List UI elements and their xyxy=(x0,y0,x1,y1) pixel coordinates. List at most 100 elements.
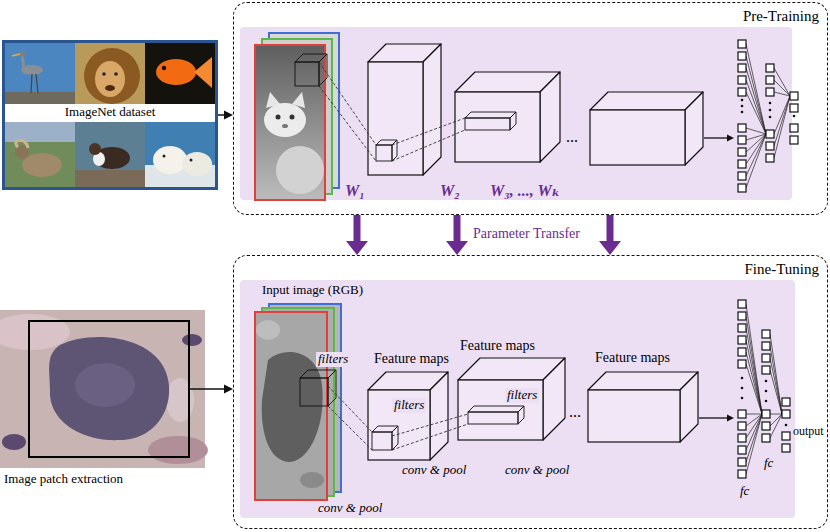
fc-ellipsis-dot xyxy=(769,109,772,112)
fc-neuron xyxy=(738,172,746,180)
patch-caption: Image patch extraction xyxy=(4,472,123,487)
fc-ellipsis-dot xyxy=(741,387,744,390)
connector xyxy=(346,215,368,255)
fc-neuron xyxy=(782,398,790,406)
filter-window xyxy=(518,406,524,424)
fc-link xyxy=(746,304,762,414)
fc-link xyxy=(746,414,762,415)
fc-neuron xyxy=(766,76,774,84)
fc-neuron xyxy=(762,434,770,442)
connector xyxy=(218,111,233,120)
fc-neuron xyxy=(738,160,746,168)
fc-link xyxy=(770,334,782,414)
fc-neuron xyxy=(790,124,798,132)
fc-ellipsis-dot xyxy=(769,102,772,105)
arrow-head xyxy=(224,385,233,394)
filter-window xyxy=(465,118,510,130)
edge-label: Parameter Transfer xyxy=(471,226,582,242)
fc-neuron xyxy=(738,64,746,72)
projection-line xyxy=(392,424,468,450)
dataset-photos xyxy=(31,74,32,93)
layer-block xyxy=(455,72,560,162)
top-input-stack xyxy=(290,115,295,120)
dataset-photos xyxy=(190,159,193,162)
patch-photo xyxy=(182,334,202,346)
weight-label: W₂ xyxy=(440,182,460,200)
filter-window xyxy=(392,140,397,161)
patch-photo xyxy=(0,310,208,468)
arrow-head xyxy=(346,241,368,255)
connector xyxy=(190,385,233,394)
dataset-photos xyxy=(75,43,145,104)
feature-map-block xyxy=(430,372,448,460)
fc-neuron xyxy=(762,342,770,350)
fc-neuron xyxy=(738,40,746,48)
weight-label: W₁ xyxy=(345,182,365,200)
dataset-photos xyxy=(89,143,101,155)
connector xyxy=(446,215,468,255)
fc-neuron xyxy=(762,354,770,362)
fc-link xyxy=(774,96,790,158)
bottom-input-stack xyxy=(256,320,280,340)
fc-neuron xyxy=(790,92,798,100)
dataset-photos xyxy=(5,92,75,104)
input-label: Input image (RGB) xyxy=(262,283,363,298)
top-input-stack xyxy=(282,124,288,128)
dataset-caption: ImageNet dataset xyxy=(65,105,156,120)
dataset-photos xyxy=(16,140,28,148)
fc-neuron xyxy=(738,470,746,478)
dataset-image-box: ImageNet dataset xyxy=(2,40,218,190)
fc-ellipsis-dot xyxy=(741,397,744,400)
filter-window xyxy=(465,112,516,130)
filter-window xyxy=(468,412,518,424)
weight-label: W₃, ..., Wₖ xyxy=(490,182,560,200)
fc-link xyxy=(746,128,766,134)
projection-line xyxy=(319,62,376,145)
fc-ellipsis-dot xyxy=(769,116,772,119)
filter-window xyxy=(300,370,336,406)
dataset-photos xyxy=(22,153,62,177)
patch-photo xyxy=(2,434,26,450)
fc-ellipsis-dot xyxy=(785,424,788,427)
projection-line xyxy=(328,386,372,432)
fc-link xyxy=(746,56,766,134)
fc-neuron xyxy=(738,88,746,96)
layer-block xyxy=(590,92,703,110)
projection-line xyxy=(392,130,465,161)
fc-neuron xyxy=(738,300,746,308)
fc-neuron xyxy=(738,136,746,144)
feature-map-block xyxy=(588,372,698,442)
fc-link xyxy=(770,346,782,414)
projection-line xyxy=(392,414,468,436)
fc-link xyxy=(746,80,766,134)
filter-window xyxy=(372,426,398,432)
dataset-photos xyxy=(5,43,75,104)
fc-neuron xyxy=(738,312,746,320)
bottom-input-stack xyxy=(300,472,324,488)
fc-link xyxy=(746,134,766,164)
filter-window xyxy=(328,370,336,406)
fc-neuron xyxy=(790,104,798,112)
fc-neuron xyxy=(738,324,746,332)
dataset-photos xyxy=(95,61,125,97)
operation-label: conv & pool xyxy=(505,463,569,478)
fc-neuron xyxy=(738,422,746,430)
layer-block xyxy=(590,110,685,165)
filter-window xyxy=(319,54,327,86)
top-input-stack xyxy=(264,103,306,137)
fc-neuron xyxy=(762,410,770,418)
fc-neuron xyxy=(738,52,746,60)
dataset-photos xyxy=(105,85,115,91)
fc-link xyxy=(746,414,762,474)
fc-link xyxy=(746,340,762,414)
filter-window xyxy=(295,54,327,86)
fc-ellipsis-dot xyxy=(741,99,744,102)
arrow-head xyxy=(599,241,621,255)
filter-window xyxy=(295,54,327,62)
pre-training-panel: Pre-Training xyxy=(233,2,828,215)
dataset-photos xyxy=(75,170,145,187)
filter-window xyxy=(300,370,336,378)
dataset-photos xyxy=(36,74,38,93)
feature-map-block xyxy=(588,390,680,442)
